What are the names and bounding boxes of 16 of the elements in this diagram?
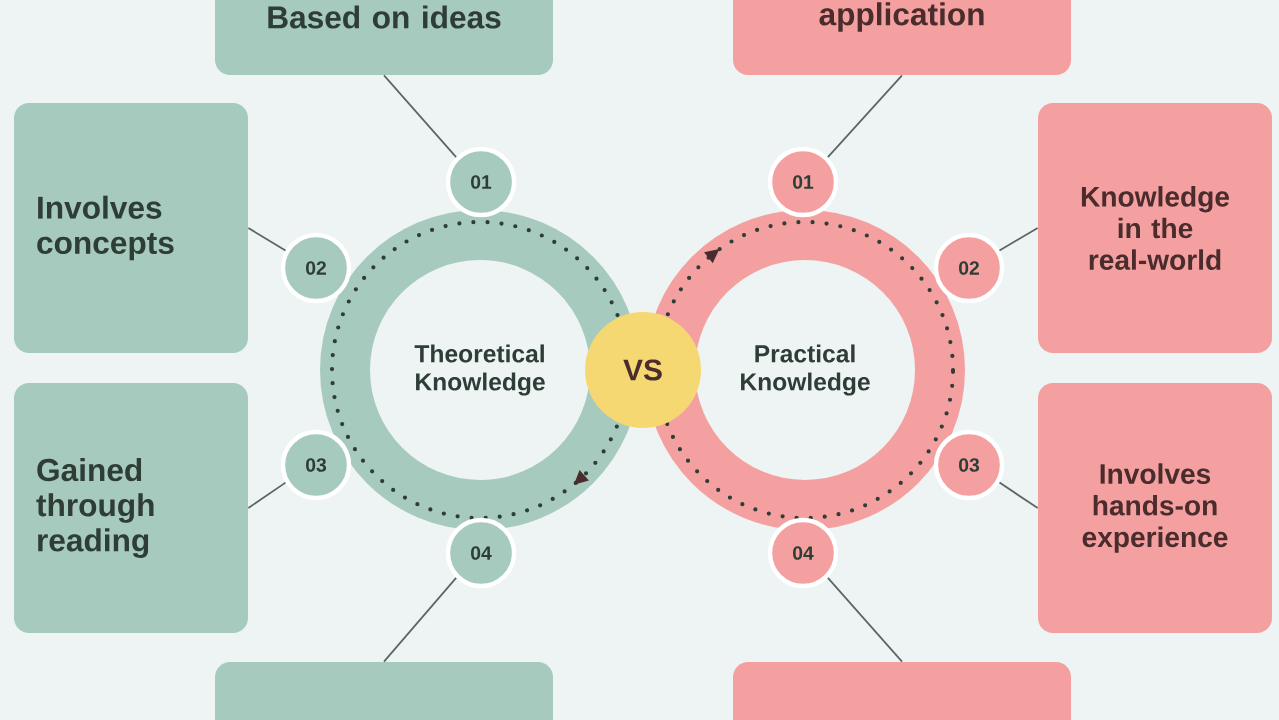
text-box: application: [733, 0, 1071, 75]
text-box: Involves concepts: [14, 103, 248, 353]
text-box: Knowledge in the real-world: [1038, 103, 1272, 353]
leader-line: [827, 74, 903, 158]
leader-line: [998, 481, 1039, 509]
leader-line: [247, 481, 287, 509]
leader-line: [998, 227, 1039, 252]
text-box: Gained through reading: [14, 383, 248, 633]
leader-line: [827, 577, 903, 663]
leader-line: [247, 227, 287, 252]
leader-line: [383, 577, 457, 663]
leader-line: [383, 74, 457, 158]
text-box: Involves hands-on experience: [1038, 383, 1272, 633]
empty-box: [215, 662, 553, 720]
empty-box: [733, 662, 1071, 720]
text-box: Based on ideas: [215, 0, 553, 75]
